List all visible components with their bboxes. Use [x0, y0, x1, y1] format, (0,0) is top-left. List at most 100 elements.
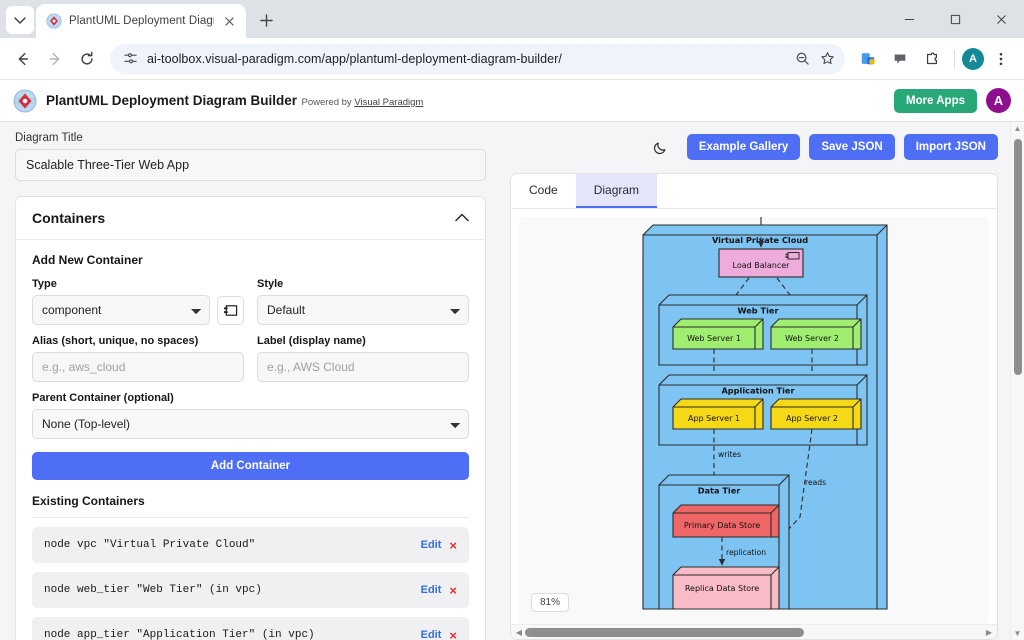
back-button[interactable]: [8, 44, 38, 74]
chrome-profile-avatar[interactable]: A: [962, 47, 984, 70]
forward-button[interactable]: [40, 44, 70, 74]
add-new-container-heading: Add New Container: [32, 253, 143, 267]
reload-icon: [81, 51, 93, 65]
diagram-node-app-server-1: App Server 1: [672, 398, 764, 430]
cast-icon: [894, 54, 906, 64]
node-label-web-server-1: Web Server 1: [687, 334, 741, 343]
chevron-up-icon[interactable]: [455, 209, 469, 227]
alias-input[interactable]: [32, 352, 244, 382]
diagram-title-input[interactable]: [15, 149, 486, 181]
app-header: PlantUML Deployment Diagram Builder Powe…: [0, 80, 1024, 122]
reload-button[interactable]: [72, 44, 102, 74]
container-list-item[interactable]: node vpc "Virtual Private Cloud" Edit ×: [32, 527, 469, 563]
tab-close-button[interactable]: [221, 13, 238, 30]
display-name-label: Label (display name): [257, 335, 366, 347]
window-minimize-button[interactable]: [886, 0, 932, 38]
container-code: node app_tier "Application Tier" (in vpc…: [44, 629, 315, 640]
component-sprite-icon: [223, 304, 238, 316]
diagram-node-app-server-2: App Server 2: [770, 398, 862, 430]
tab-diagram[interactable]: Diagram: [575, 174, 658, 208]
app-subtitle: Powered by Visual Paradigm: [302, 97, 424, 108]
tab-strip: PlantUML Deployment Diagram: [0, 0, 1024, 38]
close-icon: [996, 14, 1006, 24]
vscroll-thumb[interactable]: [1014, 139, 1022, 376]
more-apps-button[interactable]: More Apps: [894, 88, 977, 113]
edit-container-link[interactable]: Edit: [420, 629, 442, 640]
tab-code[interactable]: Code: [529, 183, 558, 197]
split-view-icon: [861, 52, 875, 65]
page-vertical-scrollbar[interactable]: ▲ ▼: [1010, 122, 1024, 640]
zoom-level-badge[interactable]: 81%: [531, 593, 570, 612]
delete-container-icon[interactable]: ×: [449, 537, 457, 553]
right-preview-panel: Example Gallery Save JSON Import JSON Co…: [500, 132, 1024, 640]
diagram-canvas[interactable]: 81%: [519, 217, 989, 624]
diagram-node-primary-data-store: Primary Data Store: [672, 504, 780, 538]
diagram-node-web-server-1: Web Server 1: [672, 318, 764, 350]
dark-mode-toggle[interactable]: [650, 136, 672, 158]
diagram-horizontal-scrollbar[interactable]: ◀ ▶: [511, 624, 997, 639]
preview-actions: Example Gallery Save JSON Import JSON: [510, 132, 998, 162]
import-json-button[interactable]: Import JSON: [903, 134, 998, 160]
containers-card-header[interactable]: Containers: [16, 197, 485, 240]
container-list-item[interactable]: node app_tier "Application Tier" (in vpc…: [32, 617, 469, 640]
sprite-picker-button[interactable]: [217, 295, 244, 325]
window-close-button[interactable]: [978, 0, 1024, 38]
scroll-down-arrow-icon[interactable]: ▼: [1013, 629, 1022, 638]
tab-search-button[interactable]: [6, 6, 34, 34]
existing-containers-heading: Existing Containers: [32, 494, 469, 518]
site-settings-icon[interactable]: [122, 51, 138, 67]
scroll-left-arrow-icon[interactable]: ◀: [515, 627, 523, 637]
plus-icon: [259, 13, 273, 27]
window-controls: [886, 0, 1024, 38]
type-select[interactable]: component: [32, 295, 210, 325]
browser-tab[interactable]: PlantUML Deployment Diagram: [36, 4, 246, 38]
hscroll-track[interactable]: [525, 627, 983, 638]
node-label-load-balancer: Load Balancer: [733, 261, 791, 270]
user-avatar[interactable]: A: [986, 88, 1011, 113]
delete-container-icon[interactable]: ×: [449, 627, 457, 640]
scroll-up-arrow-icon[interactable]: ▲: [1013, 124, 1022, 133]
node-label-web-server-2: Web Server 2: [785, 334, 839, 343]
visual-paradigm-link[interactable]: Visual Paradigm: [354, 96, 424, 108]
new-tab-button[interactable]: [252, 6, 280, 34]
chevron-down-icon: [14, 17, 26, 24]
browser-toolbar: ai-toolbox.visual-paradigm.com/app/plant…: [0, 38, 1024, 80]
close-icon: [225, 16, 234, 26]
example-gallery-button[interactable]: Example Gallery: [686, 134, 801, 160]
edit-container-link[interactable]: Edit: [420, 539, 442, 551]
style-label: Style: [257, 278, 284, 290]
zoom-out-icon[interactable]: [794, 51, 810, 67]
type-style-row: Type component: [32, 278, 469, 325]
diagram-node-web-server-2: Web Server 2: [770, 318, 862, 350]
chrome-menu-button[interactable]: [986, 44, 1016, 74]
window-maximize-button[interactable]: [932, 0, 978, 38]
address-bar[interactable]: ai-toolbox.visual-paradigm.com/app/plant…: [110, 43, 845, 74]
delete-container-icon[interactable]: ×: [449, 582, 457, 598]
display-name-field: Label (display name): [257, 335, 469, 382]
node-label-web-tier: Web Tier: [738, 306, 780, 316]
add-container-button[interactable]: Add Container: [32, 452, 469, 480]
hscroll-thumb[interactable]: [525, 627, 805, 637]
maximize-icon: [950, 14, 960, 24]
extensions-button[interactable]: [917, 44, 947, 74]
save-json-button[interactable]: Save JSON: [809, 134, 895, 160]
split-view-button[interactable]: [853, 44, 883, 74]
parent-field: Parent Container (optional) None (Top-le…: [32, 392, 469, 439]
page-body: Diagram Title Containers Add New Contain…: [0, 122, 1024, 640]
scroll-right-arrow-icon[interactable]: ▶: [985, 627, 993, 637]
parent-select[interactable]: None (Top-level): [32, 409, 469, 439]
vscroll-track[interactable]: [1011, 135, 1024, 627]
display-name-input[interactable]: [257, 352, 469, 382]
style-select[interactable]: Default: [257, 295, 469, 325]
alias-label-row: Alias (short, unique, no spaces) Label (…: [32, 335, 469, 382]
node-label-vpc: Virtual Private Cloud: [712, 235, 808, 245]
cast-button[interactable]: [885, 44, 915, 74]
edit-container-link[interactable]: Edit: [420, 584, 442, 596]
bookmark-star-icon[interactable]: [819, 51, 835, 67]
kebab-menu-icon: [999, 52, 1003, 65]
node-label-replica-data-store: Replica Data Store: [685, 584, 759, 593]
node-label-app-server-1: App Server 1: [688, 414, 740, 423]
parent-label: Parent Container (optional): [32, 392, 174, 404]
container-list-item[interactable]: node web_tier "Web Tier" (in vpc) Edit ×: [32, 572, 469, 608]
